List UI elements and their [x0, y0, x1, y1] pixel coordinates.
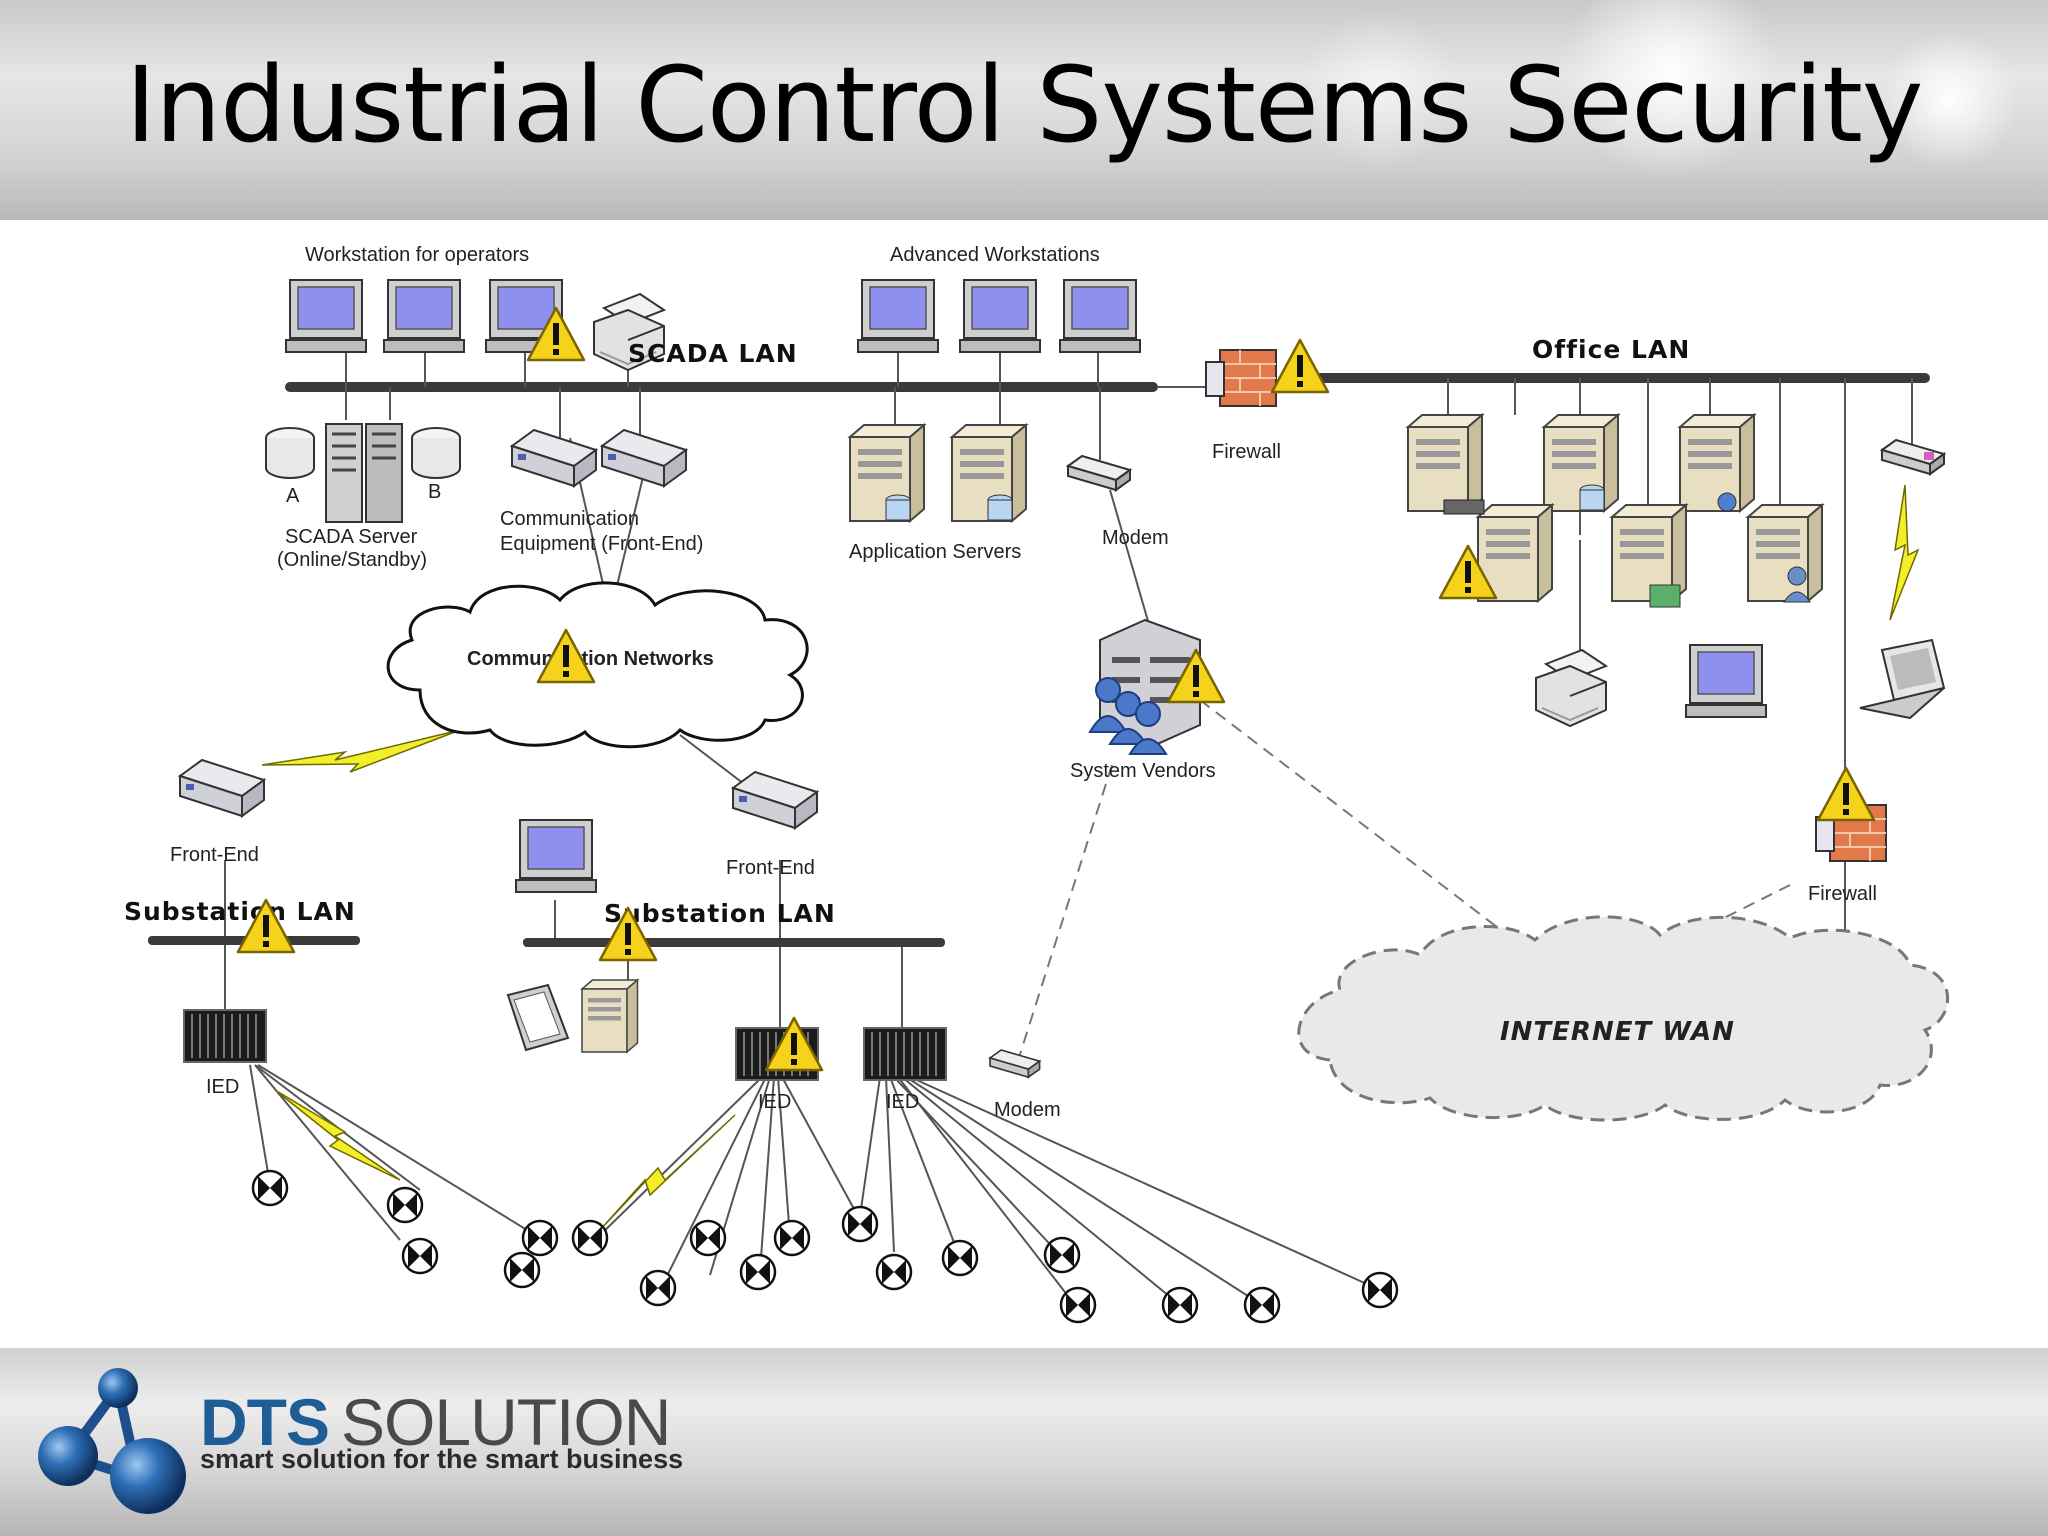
scada-server-rack-1: [325, 423, 363, 523]
comm-equipment-1: [511, 429, 597, 487]
user-icon: [1787, 566, 1807, 586]
substation-server-icon: [581, 979, 639, 1053]
label-firewall-bottom: Firewall: [1808, 883, 1877, 905]
keyboard-icon: [1443, 499, 1485, 515]
label-substation-lan-left: Substation LAN: [124, 897, 356, 926]
label-advanced-workstations: Advanced Workstations: [890, 244, 1100, 266]
network-diagram: Workstation for operators Advanced Works…: [0, 220, 2048, 1348]
sensor: [773, 1219, 811, 1257]
diagram-canvas: Workstation for operators Advanced Works…: [124, 244, 1949, 1324]
storage-b-icon: [411, 427, 461, 479]
scada-lan-bus: [285, 382, 1158, 392]
label-comm-equipment-1: Communication: [500, 508, 639, 530]
sensor: [1161, 1286, 1199, 1324]
label-server-a: A: [286, 485, 300, 507]
office-server-1: [1407, 414, 1483, 512]
brand-secondary: SOLUTION: [341, 1385, 671, 1459]
sensor: [503, 1251, 541, 1289]
slide-title: Industrial Control Systems Security: [125, 44, 1924, 166]
wireless-links: [261, 484, 1920, 1231]
brand-primary: DTS: [200, 1385, 330, 1459]
substation-lan-mid-bus: [523, 938, 945, 947]
operator-workstation-1: [285, 279, 367, 353]
comm-equipment-2: [601, 429, 687, 487]
label-ied-3: IED: [886, 1091, 919, 1113]
sensor: [401, 1237, 439, 1275]
money-icon: [1649, 584, 1681, 608]
storage-a-icon: [265, 427, 315, 479]
label-system-vendors: System Vendors: [1070, 760, 1216, 782]
front-end-mid-icon: [732, 771, 818, 829]
label-application-servers: Application Servers: [849, 541, 1021, 563]
label-comm-equipment-2: Equipment (Front-End): [500, 533, 703, 555]
sensor: [386, 1186, 424, 1224]
advanced-workstation-1: [857, 279, 939, 353]
label-scada-lan: SCADA LAN: [628, 339, 798, 368]
sensor: [1243, 1286, 1281, 1324]
advanced-workstation-3: [1059, 279, 1141, 353]
modem-bottom-icon: [989, 1049, 1041, 1078]
label-server-b: B: [428, 481, 441, 503]
scada-server-rack-2: [365, 423, 403, 523]
sensor: [689, 1219, 727, 1257]
field-sensors: [251, 1169, 1399, 1324]
warning-icon: [1816, 766, 1876, 822]
ied-3-icon: [863, 1027, 947, 1081]
sensor: [875, 1253, 913, 1291]
office-printer-icon: [1535, 649, 1607, 727]
ied-1-icon: [183, 1009, 267, 1063]
label-firewall-top: Firewall: [1212, 441, 1281, 463]
front-end-left-icon: [179, 759, 265, 817]
label-scada-server-1: SCADA Server: [285, 526, 418, 548]
operator-workstation-2: [383, 279, 465, 353]
sensor: [1059, 1286, 1097, 1324]
office-lan-bus: [1300, 373, 1930, 383]
modem-top-icon: [1067, 455, 1131, 491]
label-ied-1: IED: [206, 1076, 239, 1098]
dts-logo-icon: [38, 1368, 186, 1514]
sensor: [739, 1253, 777, 1291]
connection-lines: [224, 352, 1913, 1306]
internet-wan-cloud: [1297, 915, 1949, 1122]
firewall-top-icon: [1205, 349, 1277, 407]
label-modem-top: Modem: [1102, 527, 1169, 549]
sensor: [571, 1219, 609, 1257]
office-server-6: [1747, 504, 1823, 602]
label-ied-2: IED: [758, 1091, 791, 1113]
label-internet-wan: INTERNET WAN: [1500, 1017, 1735, 1047]
substation-workstation-icon: [515, 819, 597, 893]
label-scada-server-2: (Online/Standby): [277, 549, 427, 571]
sensor: [841, 1205, 879, 1243]
vendor-people-icon: [1088, 677, 1168, 755]
slide-header: Industrial Control Systems Security: [0, 0, 2048, 220]
office-server-3: [1679, 414, 1755, 512]
communication-networks-cloud: [386, 581, 809, 749]
wireless-access-point-icon: [1881, 439, 1945, 475]
sensor: [251, 1169, 289, 1207]
office-pc-icon: [1685, 644, 1767, 718]
label-office-lan: Office LAN: [1532, 335, 1690, 364]
sensor: [1361, 1271, 1399, 1309]
warning-icon: [1270, 338, 1330, 394]
label-modem-bottom: Modem: [994, 1099, 1061, 1121]
sensor: [1043, 1236, 1081, 1274]
label-substation-lan-mid: Substation LAN: [604, 899, 836, 928]
sensor: [639, 1269, 677, 1307]
globe-icon: [1717, 492, 1737, 512]
brand-tagline: smart solution for the smart business: [200, 1444, 684, 1474]
label-communication-networks: Communication Networks: [467, 648, 714, 670]
label-front-end-mid: Front-End: [726, 857, 815, 879]
dashed-links: [1014, 699, 1791, 1071]
label-workstation-operators: Workstation for operators: [305, 244, 529, 266]
advanced-workstation-2: [959, 279, 1041, 353]
sensor: [521, 1219, 559, 1257]
sensor: [941, 1239, 979, 1277]
label-front-end-left: Front-End: [170, 844, 259, 866]
